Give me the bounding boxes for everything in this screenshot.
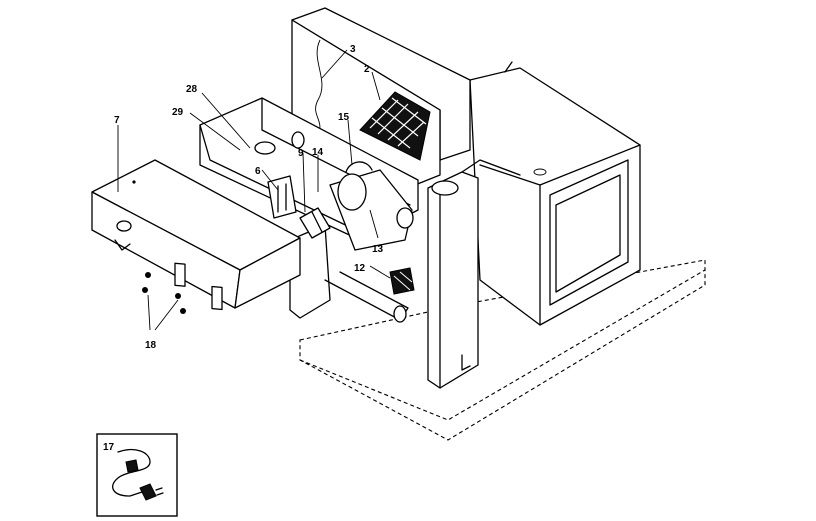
callout-12: 12 <box>354 263 366 274</box>
leader-lines <box>117 49 391 331</box>
front-post <box>427 159 521 389</box>
callout-9: 9 <box>298 148 304 159</box>
callout-6: 6 <box>255 166 261 177</box>
callout-3: 3 <box>350 44 356 55</box>
callout-17: 17 <box>103 442 115 453</box>
relay-part <box>299 207 331 239</box>
blower-motor <box>329 161 414 251</box>
rear-cabinet <box>469 61 641 326</box>
callout-14: 14 <box>312 147 324 158</box>
control-box <box>91 159 301 311</box>
screws <box>142 272 186 314</box>
coil-part <box>389 267 415 295</box>
callout-29: 29 <box>172 107 184 118</box>
callout-7: 7 <box>114 115 120 126</box>
callout-13: 13 <box>372 244 384 255</box>
callout-15: 15 <box>338 112 350 123</box>
inset-power-cord: 17 <box>96 433 178 517</box>
callout-18: 18 <box>145 340 157 351</box>
callout-28: 28 <box>186 84 198 95</box>
grille-filter <box>359 91 431 161</box>
callout-2: 2 <box>364 64 370 75</box>
